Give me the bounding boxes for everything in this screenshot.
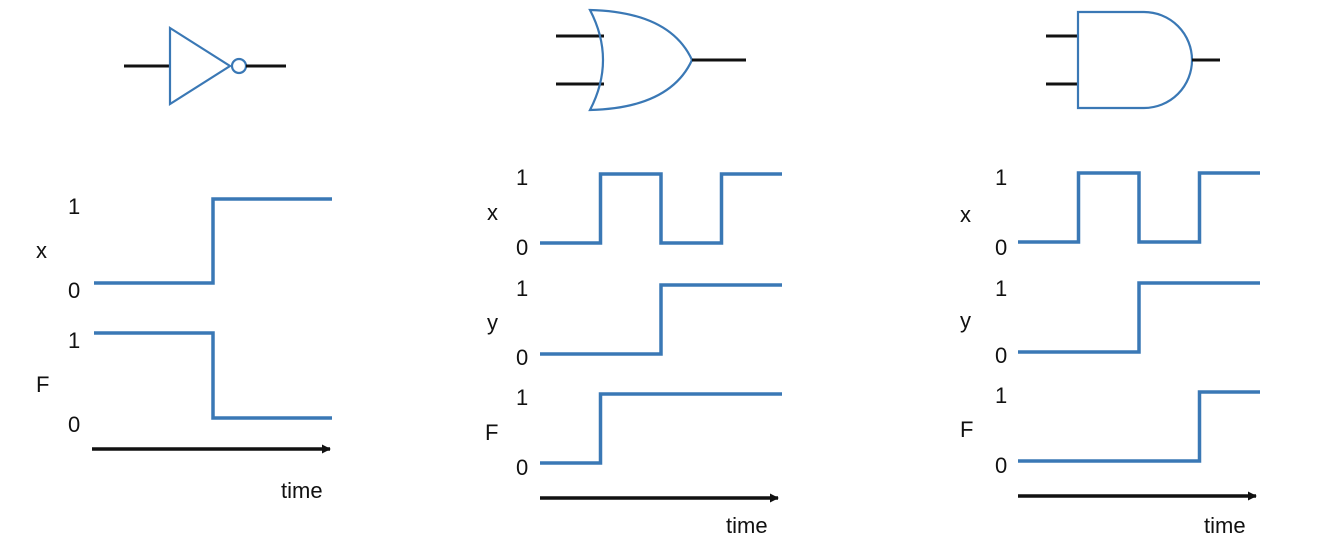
y-waveform [1018, 281, 1260, 354]
f-high-label: 1 [995, 383, 1007, 408]
f-waveform [540, 392, 782, 465]
f-high-label: 1 [516, 385, 528, 410]
f-signal-name: F [960, 417, 973, 442]
f-waveform [94, 331, 332, 420]
y-high-label: 1 [995, 276, 1007, 301]
f-high-label: 1 [68, 328, 80, 353]
not-inversion-bubble [230, 57, 248, 75]
f-waveform [1018, 390, 1260, 463]
not-gate-body [168, 26, 233, 106]
y-high-label: 1 [516, 276, 528, 301]
f-low-label: 0 [68, 412, 80, 437]
y-low-label: 0 [516, 345, 528, 370]
x-low-label: 0 [516, 235, 528, 260]
and-gate-symbol [1046, 10, 1220, 110]
x-low-label: 0 [995, 235, 1007, 260]
y-waveform [540, 283, 782, 356]
x-signal-name: x [36, 238, 47, 263]
or-timing-panel: 1 x 0 1 y 0 1 F 0 time [485, 165, 782, 538]
time-label: time [1204, 513, 1246, 538]
and-gate-body [1076, 10, 1194, 110]
y-signal-name: y [487, 310, 498, 335]
y-signal-name: y [960, 308, 971, 333]
and-timing-panel: 1 x 0 1 y 0 1 F 0 time [960, 165, 1260, 538]
f-low-label: 0 [995, 453, 1007, 478]
not-gate-symbol [124, 26, 286, 106]
x-high-label: 1 [995, 165, 1007, 190]
f-signal-name: F [36, 372, 49, 397]
x-high-label: 1 [68, 194, 80, 219]
x-high-label: 1 [516, 165, 528, 190]
x-signal-name: x [487, 200, 498, 225]
time-label: time [281, 478, 323, 503]
or-gate-body [588, 8, 694, 112]
x-low-label: 0 [68, 278, 80, 303]
time-label: time [726, 513, 768, 538]
x-signal-name: x [960, 202, 971, 227]
y-low-label: 0 [995, 343, 1007, 368]
f-signal-name: F [485, 420, 498, 445]
x-waveform [540, 172, 782, 245]
x-waveform [1018, 171, 1260, 244]
not-timing-panel: 1 x 0 1 F 0 time [36, 194, 332, 503]
f-low-label: 0 [516, 455, 528, 480]
x-waveform [94, 197, 332, 285]
or-gate-symbol [556, 8, 746, 112]
